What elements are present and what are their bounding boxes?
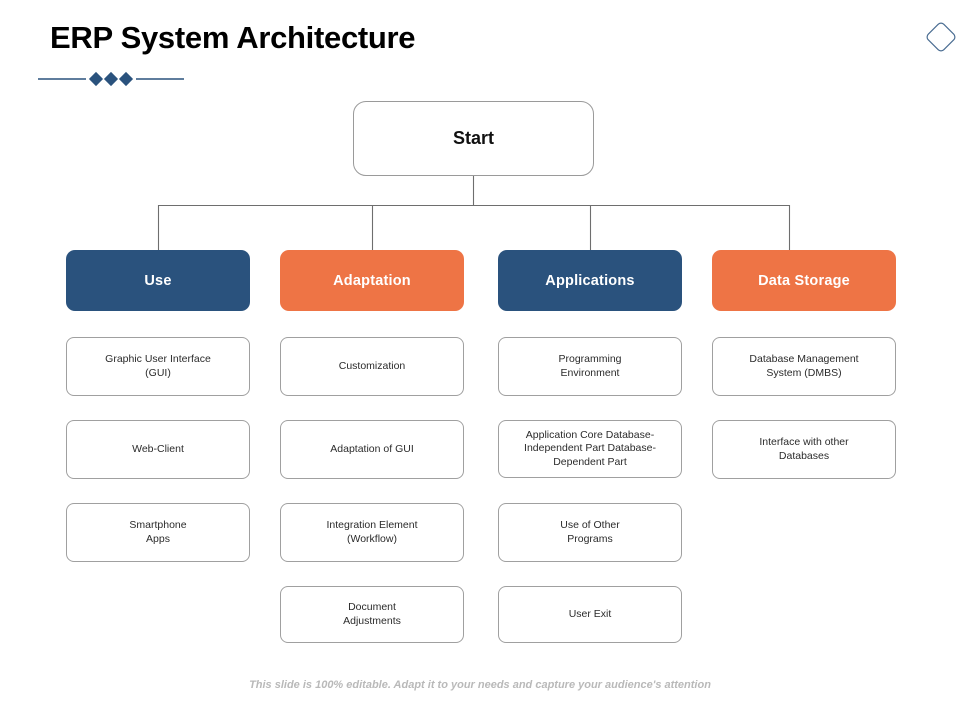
column-header-data-storage[interactable]: Data Storage [712, 250, 896, 311]
node-line: Adaptation of GUI [330, 442, 414, 455]
node-line: Environment [560, 366, 620, 379]
node-line: Databases [778, 449, 830, 462]
node-line: (GUI) [145, 366, 171, 379]
node-web-client[interactable]: Web-Client [66, 420, 250, 479]
diamond-rule-icon [38, 71, 184, 87]
node-line: Apps [146, 532, 170, 545]
node-application-core[interactable]: Application Core Database- Independent P… [498, 420, 682, 478]
node-line: User Exit [568, 607, 612, 620]
node-line: Graphic User Interface [105, 353, 211, 366]
node-integration-element[interactable]: Integration Element (Workflow) [280, 503, 464, 562]
column-header-applications-label: Applications [545, 272, 635, 289]
node-document-adjustments[interactable]: Document Adjustments [280, 586, 464, 643]
node-database-management-system[interactable]: Database Management System (DMBS) [712, 337, 896, 396]
node-line: Database Management [749, 353, 859, 366]
column-header-use-label: Use [144, 272, 172, 289]
node-smartphone-apps[interactable]: Smartphone Apps [66, 503, 250, 562]
column-header-data-storage-label: Data Storage [758, 272, 850, 289]
node-interface-with-other-databases[interactable]: Interface with other Databases [712, 420, 896, 479]
node-line: (Workflow) [347, 532, 397, 545]
column-header-adaptation[interactable]: Adaptation [280, 250, 464, 311]
node-start-label: Start [452, 128, 494, 148]
node-graphic-user-interface[interactable]: Graphic User Interface (GUI) [66, 337, 250, 396]
node-line: Programs [567, 532, 613, 545]
node-line: System (DMBS) [766, 366, 842, 379]
column-header-adaptation-label: Adaptation [333, 272, 411, 289]
node-adaptation-of-gui[interactable]: Adaptation of GUI [280, 420, 464, 479]
node-line: Customization [338, 359, 406, 372]
node-line: Web-Client [132, 442, 184, 455]
node-user-exit[interactable]: User Exit [498, 586, 682, 643]
footer-note: This slide is 100% editable. Adapt it to… [249, 679, 711, 691]
node-line: Smartphone [129, 519, 187, 532]
node-line: Use of Other [560, 519, 620, 532]
node-line: Dependent Part [553, 455, 627, 468]
node-use-of-other-programs[interactable]: Use of Other Programs [498, 503, 682, 562]
diamond-outline-icon [926, 22, 956, 52]
node-line: Independent Part Database- [524, 442, 656, 455]
node-line: Integration Element [326, 519, 418, 532]
page-title: ERP System Architecture [50, 20, 416, 55]
node-customization[interactable]: Customization [280, 337, 464, 396]
node-line: Programming [558, 353, 622, 366]
column-header-use[interactable]: Use [66, 250, 250, 311]
node-start[interactable]: Start [353, 101, 594, 176]
node-programming-environment[interactable]: Programming Environment [498, 337, 682, 396]
node-line: Application Core Database- [525, 428, 655, 441]
node-line: Document [348, 601, 396, 614]
node-line: Interface with other [759, 436, 849, 449]
column-header-applications[interactable]: Applications [498, 250, 682, 311]
node-line: Adjustments [343, 614, 401, 627]
